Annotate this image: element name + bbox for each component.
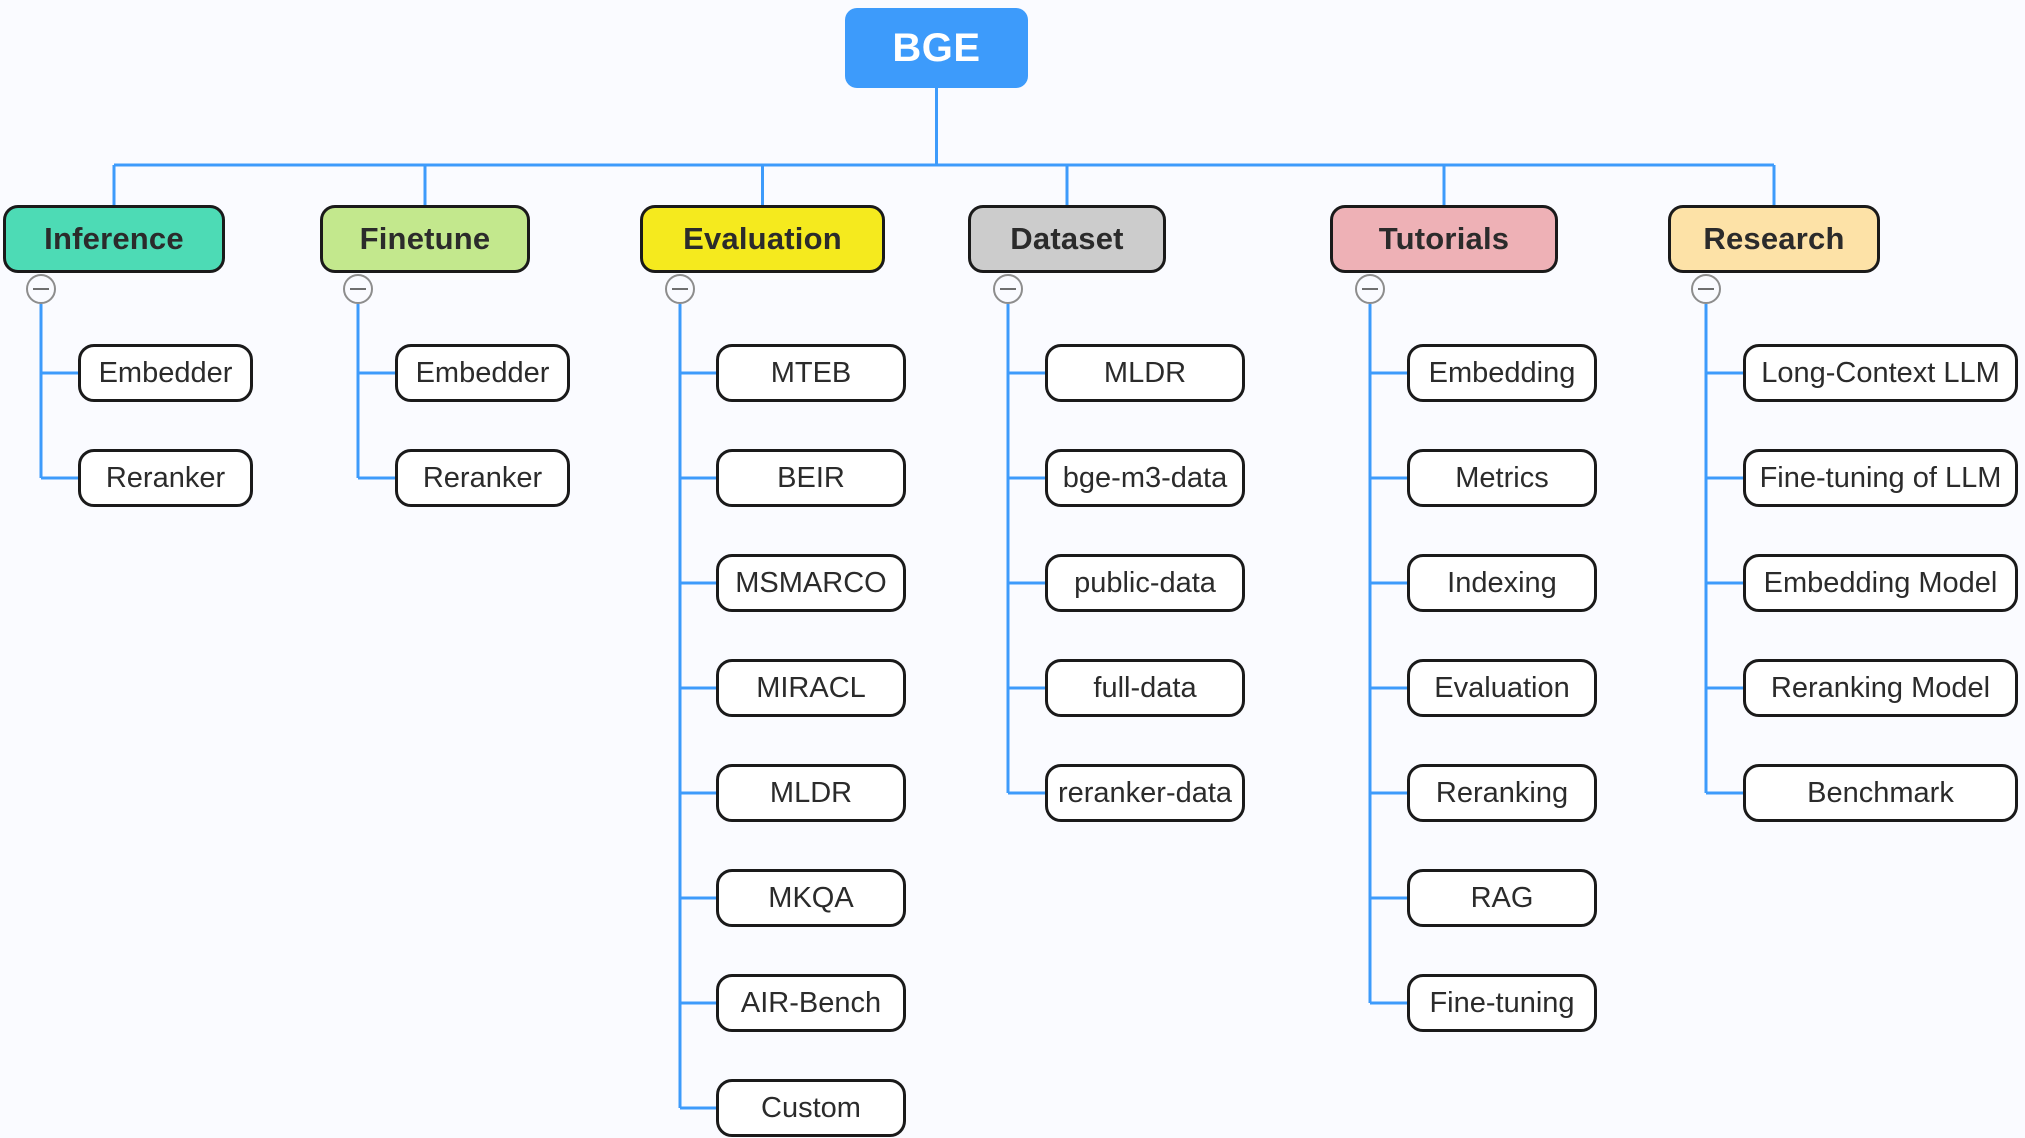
leaf-node-dataset-public-data-label: public-data: [1074, 566, 1216, 599]
minus-icon: [33, 288, 49, 290]
leaf-node-inference-reranker[interactable]: Reranker: [78, 449, 253, 507]
leaf-node-tutorials-indexing[interactable]: Indexing: [1407, 554, 1597, 612]
leaf-node-research-reranking-model-label: Reranking Model: [1770, 671, 1991, 704]
leaf-node-dataset-full-data-label: full-data: [1093, 671, 1197, 704]
leaf-node-research-benchmark[interactable]: Benchmark: [1743, 764, 2018, 822]
leaf-node-inference-embedder[interactable]: Embedder: [78, 344, 253, 402]
leaf-node-dataset-public-data[interactable]: public-data: [1045, 554, 1245, 612]
leaf-node-inference-reranker-label: Reranker: [105, 461, 226, 494]
category-node-dataset-label: Dataset: [1010, 221, 1124, 256]
leaf-node-dataset-mldr[interactable]: MLDR: [1045, 344, 1245, 402]
leaf-node-research-reranking-model[interactable]: Reranking Model: [1743, 659, 2018, 717]
category-node-inference-label: Inference: [44, 221, 184, 256]
leaf-node-evaluation-air-bench-label: AIR-Bench: [740, 986, 882, 1019]
root-node-bge[interactable]: BGE: [845, 8, 1028, 88]
minus-icon: [672, 288, 688, 290]
leaf-node-evaluation-mldr-label: MLDR: [769, 776, 853, 809]
category-node-research[interactable]: Research: [1668, 205, 1880, 273]
leaf-node-research-embedding-model-label: Embedding Model: [1763, 566, 1998, 599]
leaf-node-dataset-full-data[interactable]: full-data: [1045, 659, 1245, 717]
leaf-node-evaluation-custom-label: Custom: [761, 1091, 861, 1124]
leaf-node-evaluation-air-bench[interactable]: AIR-Bench: [716, 974, 906, 1032]
leaf-node-evaluation-mteb[interactable]: MTEB: [716, 344, 906, 402]
collapse-toggle-finetune[interactable]: [343, 274, 373, 304]
leaf-node-tutorials-reranking[interactable]: Reranking: [1407, 764, 1597, 822]
leaf-node-dataset-bge-m3-data[interactable]: bge-m3-data: [1045, 449, 1245, 507]
category-node-tutorials[interactable]: Tutorials: [1330, 205, 1558, 273]
leaf-node-tutorials-fine-tuning[interactable]: Fine-tuning: [1407, 974, 1597, 1032]
leaf-node-tutorials-rag-label: RAG: [1470, 881, 1534, 914]
minus-icon: [1000, 288, 1016, 290]
leaf-node-dataset-reranker-data-label: reranker-data: [1057, 776, 1233, 809]
category-node-evaluation-label: Evaluation: [683, 221, 842, 256]
collapse-toggle-research[interactable]: [1691, 274, 1721, 304]
leaf-node-evaluation-miracl-label: MIRACL: [756, 671, 866, 704]
minus-icon: [1362, 288, 1378, 290]
leaf-node-tutorials-reranking-label: Reranking: [1435, 776, 1569, 809]
leaf-node-evaluation-miracl[interactable]: MIRACL: [716, 659, 906, 717]
leaf-node-tutorials-fine-tuning-label: Fine-tuning: [1429, 986, 1575, 1019]
leaf-node-evaluation-msmarco-label: MSMARCO: [735, 566, 887, 599]
category-node-evaluation[interactable]: Evaluation: [640, 205, 885, 273]
leaf-node-tutorials-evaluation-label: Evaluation: [1434, 671, 1570, 704]
category-node-finetune-label: Finetune: [359, 221, 491, 256]
leaf-node-research-benchmark-label: Benchmark: [1807, 776, 1954, 809]
leaf-node-tutorials-embedding-label: Embedding: [1428, 356, 1576, 389]
leaf-node-evaluation-mkqa[interactable]: MKQA: [716, 869, 906, 927]
leaf-node-finetune-embedder[interactable]: Embedder: [395, 344, 570, 402]
collapse-toggle-tutorials[interactable]: [1355, 274, 1385, 304]
leaf-node-dataset-mldr-label: MLDR: [1103, 356, 1187, 389]
leaf-node-evaluation-custom[interactable]: Custom: [716, 1079, 906, 1137]
leaf-node-finetune-reranker-label: Reranker: [422, 461, 543, 494]
leaf-node-research-fine-tuning-of-llm[interactable]: Fine-tuning of LLM: [1743, 449, 2018, 507]
leaf-node-research-long-context-llm-label: Long-Context LLM: [1761, 356, 2000, 389]
collapse-toggle-evaluation[interactable]: [665, 274, 695, 304]
leaf-node-tutorials-evaluation[interactable]: Evaluation: [1407, 659, 1597, 717]
category-node-dataset[interactable]: Dataset: [968, 205, 1166, 273]
leaf-node-tutorials-rag[interactable]: RAG: [1407, 869, 1597, 927]
leaf-node-tutorials-embedding[interactable]: Embedding: [1407, 344, 1597, 402]
leaf-node-evaluation-beir[interactable]: BEIR: [716, 449, 906, 507]
collapse-toggle-dataset[interactable]: [993, 274, 1023, 304]
leaf-node-evaluation-mldr[interactable]: MLDR: [716, 764, 906, 822]
category-node-tutorials-label: Tutorials: [1378, 221, 1510, 256]
leaf-node-evaluation-mkqa-label: MKQA: [768, 881, 854, 914]
leaf-node-finetune-reranker[interactable]: Reranker: [395, 449, 570, 507]
minus-icon: [350, 288, 366, 290]
leaf-node-evaluation-beir-label: BEIR: [777, 461, 845, 494]
minus-icon: [1698, 288, 1714, 290]
leaf-node-inference-embedder-label: Embedder: [98, 356, 233, 389]
category-node-finetune[interactable]: Finetune: [320, 205, 530, 273]
leaf-node-finetune-embedder-label: Embedder: [415, 356, 550, 389]
leaf-node-evaluation-msmarco[interactable]: MSMARCO: [716, 554, 906, 612]
leaf-node-tutorials-metrics[interactable]: Metrics: [1407, 449, 1597, 507]
leaf-node-research-embedding-model[interactable]: Embedding Model: [1743, 554, 2018, 612]
category-node-inference[interactable]: Inference: [3, 205, 225, 273]
leaf-node-research-long-context-llm[interactable]: Long-Context LLM: [1743, 344, 2018, 402]
leaf-node-tutorials-metrics-label: Metrics: [1455, 461, 1549, 494]
leaf-node-dataset-reranker-data[interactable]: reranker-data: [1045, 764, 1245, 822]
leaf-node-tutorials-indexing-label: Indexing: [1447, 566, 1557, 599]
collapse-toggle-inference[interactable]: [26, 274, 56, 304]
root-node-bge-label: BGE: [892, 25, 981, 70]
leaf-node-evaluation-mteb-label: MTEB: [770, 356, 852, 389]
leaf-node-research-fine-tuning-of-llm-label: Fine-tuning of LLM: [1759, 461, 2002, 494]
leaf-node-dataset-bge-m3-data-label: bge-m3-data: [1062, 461, 1228, 494]
category-node-research-label: Research: [1703, 221, 1845, 256]
